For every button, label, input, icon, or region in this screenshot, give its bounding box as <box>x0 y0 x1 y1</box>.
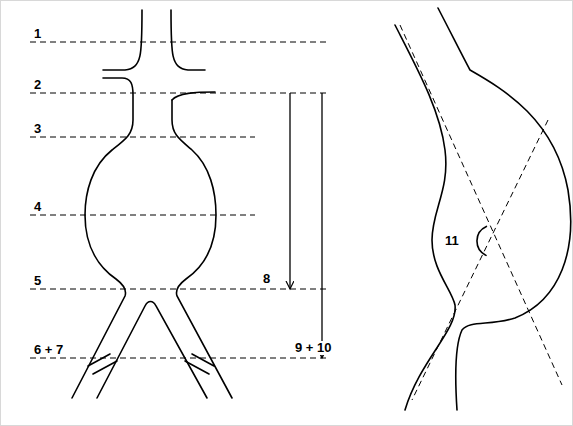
aorta-outline <box>72 8 571 410</box>
callout-number: 2 <box>33 78 42 92</box>
callout-number: 5 <box>33 274 42 288</box>
callout-number: 1 <box>33 27 42 41</box>
callout-number: 6 + 7 <box>33 343 64 357</box>
callout-number: 4 <box>33 200 42 214</box>
length-arrows <box>290 93 322 358</box>
callout-number: 11 <box>444 234 460 248</box>
callout-number: 3 <box>33 122 42 136</box>
callout-number: 9 + 10 <box>294 341 333 355</box>
callout-number: 8 <box>262 272 271 286</box>
level-lines <box>30 25 562 400</box>
